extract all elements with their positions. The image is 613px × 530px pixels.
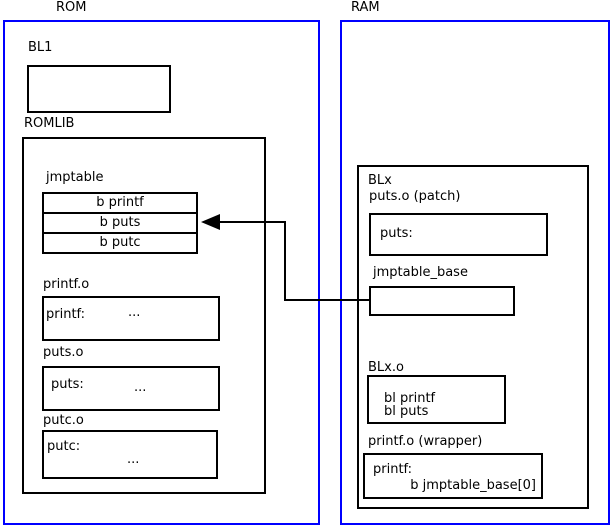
putc-o-label: putc.o bbox=[43, 413, 84, 428]
printf-symbol: printf: bbox=[46, 307, 86, 322]
putc-o-box: putc: ... bbox=[42, 430, 218, 479]
puts-patch-symbol: puts: bbox=[380, 226, 413, 241]
blx-label: BLx bbox=[368, 173, 392, 188]
jmptable-row-b-puts: b puts bbox=[42, 212, 198, 234]
printf-wrapper-box: printf: b jmptable_base[0] bbox=[363, 453, 543, 499]
ram-title: RAM bbox=[351, 0, 380, 15]
printf-wrapper-symbol: printf: bbox=[373, 462, 413, 477]
puts-o-box: puts: ... bbox=[42, 366, 220, 411]
puts-body-ellipsis: ... bbox=[134, 380, 147, 395]
putc-symbol: putc: bbox=[47, 439, 81, 454]
printf-wrapper-body: b jmptable_base[0] bbox=[410, 478, 536, 493]
printf-o-label: printf.o bbox=[43, 277, 90, 292]
rom-title: ROM bbox=[56, 0, 87, 15]
blx-o-label: BLx.o bbox=[368, 360, 404, 375]
putc-body-ellipsis: ... bbox=[127, 452, 140, 467]
printf-wrapper-label: printf.o (wrapper) bbox=[368, 434, 483, 449]
jmptable-rows: b printf b puts b putc bbox=[42, 192, 198, 254]
blx-o-box: bl printf bl puts bbox=[367, 375, 506, 424]
jmptable-base-label: jmptable_base bbox=[373, 265, 468, 280]
blx-o-line-bl-puts: bl puts bbox=[384, 404, 429, 419]
jmptable-row-b-putc: b putc bbox=[42, 232, 198, 254]
puts-patch-label: puts.o (patch) bbox=[369, 189, 461, 204]
puts-o-label: puts.o bbox=[43, 345, 84, 360]
romlib-label: ROMLIB bbox=[24, 116, 75, 131]
blx-o-line-bl-printf: bl printf bbox=[384, 391, 436, 406]
jmptable-row-b-printf: b printf bbox=[42, 192, 198, 214]
blx-o-code: bl printf bl puts bbox=[384, 392, 435, 418]
bl1-box bbox=[27, 65, 171, 113]
bl1-label: BL1 bbox=[28, 40, 53, 55]
jmptable-base-box bbox=[369, 286, 515, 316]
printf-body-ellipsis: ... bbox=[128, 305, 141, 320]
puts-symbol: puts: bbox=[51, 377, 84, 392]
puts-patch-box: puts: bbox=[369, 213, 548, 256]
jmptable-label: jmptable bbox=[46, 170, 104, 185]
printf-o-box: printf: ... bbox=[42, 296, 220, 341]
